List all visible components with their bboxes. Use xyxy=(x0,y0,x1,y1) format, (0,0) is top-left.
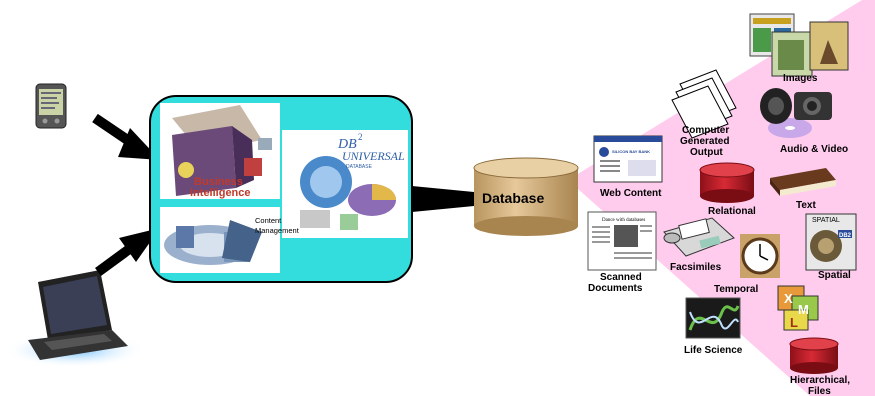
relational-label: Relational xyxy=(708,206,756,217)
laptop-device xyxy=(5,270,145,368)
images-label: Images xyxy=(783,73,818,84)
hierarchical-files-line2: Files xyxy=(808,386,831,396)
database-label: Database xyxy=(482,190,544,206)
business-label-line2: Intelligence xyxy=(190,187,251,199)
xml-letter-l: L xyxy=(790,315,798,330)
spatial-icon: SPATIAL DB2 xyxy=(805,213,857,271)
facsimiles-label: Facsimiles xyxy=(670,262,722,273)
relational-icon xyxy=(699,162,755,203)
db2-universal-image: DB 2 UNIVERSAL DATABASE xyxy=(282,130,408,238)
xml-letter-m: M xyxy=(798,302,809,317)
computer-output-line2: Generated xyxy=(680,136,729,147)
db2-logo-database: DATABASE xyxy=(346,164,373,170)
hierarchical-files-line1: Hierarchical, xyxy=(790,375,850,386)
audio-video-icon xyxy=(760,88,832,138)
database-cylinder: Database xyxy=(473,157,579,236)
spatial-label: Spatial xyxy=(818,270,851,281)
text-book-icon xyxy=(770,168,836,196)
web-content-label: Web Content xyxy=(600,188,662,199)
temporal-label: Temporal xyxy=(714,284,758,295)
temporal-clock-icon xyxy=(740,234,780,278)
computer-output-line1: Computer xyxy=(682,125,729,136)
computer-output-icon xyxy=(671,69,737,139)
scanned-documents-line2: Documents xyxy=(588,283,643,294)
spatial-box-title: SPATIAL xyxy=(812,217,840,224)
business-intelligence-image: Business Intelligence xyxy=(160,103,280,199)
web-content-icon: SILICON BAY BANK xyxy=(593,135,663,183)
web-content-screen-title: SILICON BAY BANK xyxy=(612,149,650,154)
xml-icon: X M L xyxy=(777,285,819,331)
scanned-documents-icon: Dance with databases xyxy=(587,211,657,271)
pda-device xyxy=(35,83,67,129)
business-label-line1: Business xyxy=(194,176,243,188)
text-label: Text xyxy=(796,200,816,211)
audio-video-label: Audio & Video xyxy=(780,144,848,155)
life-science-label: Life Science xyxy=(684,345,743,356)
life-science-icon xyxy=(685,297,741,339)
content-management-line2: Management xyxy=(255,226,300,235)
scanned-documents-line1: Scanned xyxy=(600,272,642,283)
hierarchical-files-icon xyxy=(789,337,839,374)
images-icon xyxy=(749,13,849,77)
content-management-image: Content Management xyxy=(160,207,300,273)
facsimiles-icon xyxy=(663,217,735,257)
db2-logo-universal: UNIVERSAL xyxy=(342,149,405,163)
computer-output-line3: Output xyxy=(690,147,723,158)
db2-logo-text: DB xyxy=(337,137,357,152)
spatial-box-sub: DB2 xyxy=(839,233,852,239)
xml-letter-x: X xyxy=(784,291,793,306)
db2-logo-sup: 2 xyxy=(358,132,363,142)
content-management-line1: Content xyxy=(255,216,282,225)
scanned-doc-heading: Dance with databases xyxy=(602,218,645,223)
arrow-server-to-database xyxy=(412,186,474,212)
